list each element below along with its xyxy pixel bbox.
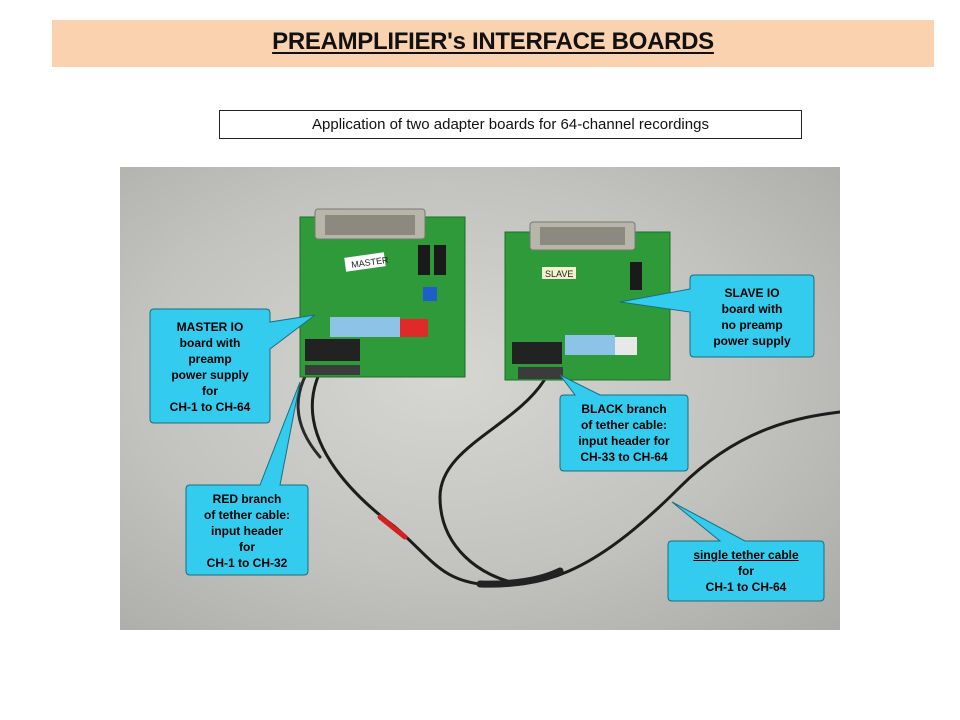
master-board: MASTER: [299, 208, 466, 378]
callout-line: no preamp: [721, 318, 783, 332]
caption-text: Application of two adapter boards for 64…: [312, 116, 709, 133]
callout-line: power supply: [713, 334, 791, 348]
page-title: PREAMPLIFIER's INTERFACE BOARDS: [272, 28, 714, 55]
callout-line: CH-1 to CH-64: [169, 400, 251, 414]
black-branch-callout: BLACK branch of tether cable: input head…: [560, 401, 688, 465]
master-callout-shape: [149, 308, 316, 424]
callout-line: for: [738, 564, 754, 578]
red-branch-callout-shape: [185, 381, 309, 576]
callout-line: input header: [210, 524, 283, 538]
tether-callout: single tether cable for CH-1 to CH-64: [668, 547, 824, 595]
cables: [296, 365, 840, 588]
callout-shapes: [149, 274, 825, 602]
callout-line: MASTER IO: [176, 320, 244, 334]
slave-board-label: SLAVE: [545, 269, 573, 279]
black-branch-callout-shape: [559, 374, 689, 472]
callout-line: of tether cable:: [580, 418, 667, 432]
callout-line: CH-33 to CH-64: [580, 450, 668, 464]
red-branch-callout: RED branch of tether cable: input header…: [186, 491, 308, 571]
tether-callout-shape: [667, 501, 825, 602]
callout-line: for: [239, 540, 255, 554]
callout-line: board with: [179, 336, 241, 350]
callout-line: RED branch: [212, 492, 282, 506]
slave-callout-shape: [619, 274, 815, 358]
callout-line: CH-1 to CH-32: [206, 556, 288, 570]
master-callout: MASTER IO board with preamp power supply…: [150, 319, 270, 415]
slave-callout: SLAVE IO board with no preamp power supp…: [690, 285, 814, 349]
callout-line: preamp: [188, 352, 232, 366]
photo-illustration: MASTER SLAVE: [149, 208, 840, 602]
callout-line: SLAVE IO: [724, 286, 780, 300]
callout-line: input header for: [578, 434, 670, 448]
slave-board: SLAVE: [504, 221, 671, 381]
boards-photo: MASTER SLAVE: [120, 167, 840, 630]
callout-line: single tether cable: [693, 548, 799, 562]
title-band: PREAMPLIFIER's INTERFACE BOARDS: [52, 20, 934, 67]
callout-line: for: [202, 384, 218, 398]
callout-line: power supply: [171, 368, 249, 382]
callout-line: CH-1 to CH-64: [705, 580, 787, 594]
callout-line: board with: [721, 302, 783, 316]
caption-box: Application of two adapter boards for 64…: [219, 110, 802, 139]
callout-line: of tether cable:: [203, 508, 290, 522]
callout-line: BLACK branch: [581, 402, 667, 416]
